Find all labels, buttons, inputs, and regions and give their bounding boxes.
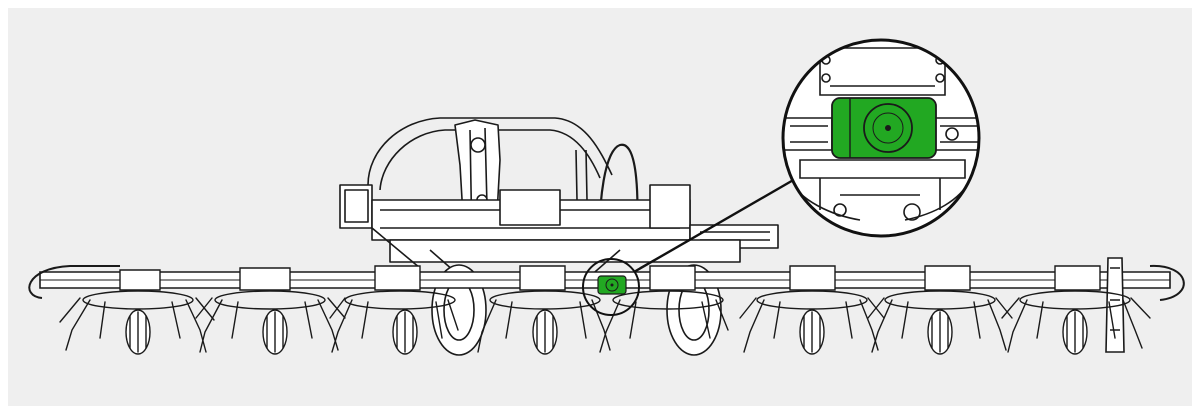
rotor-unit — [739, 265, 885, 355]
rotor-unit — [599, 265, 729, 353]
machine-frame — [339, 117, 779, 356]
zoom-inset — [781, 38, 981, 238]
rotor-units — [59, 265, 1151, 355]
leader-line — [633, 173, 803, 274]
rotor-unit — [1001, 265, 1151, 355]
gearbox-highlight — [597, 275, 627, 295]
rotor-unit — [195, 267, 346, 355]
rotor-unit — [867, 265, 1013, 355]
rotor-unit — [329, 265, 459, 355]
gearbox-target-circle — [582, 258, 640, 316]
rotor-unit — [59, 269, 215, 355]
rotor-unit — [477, 265, 611, 355]
